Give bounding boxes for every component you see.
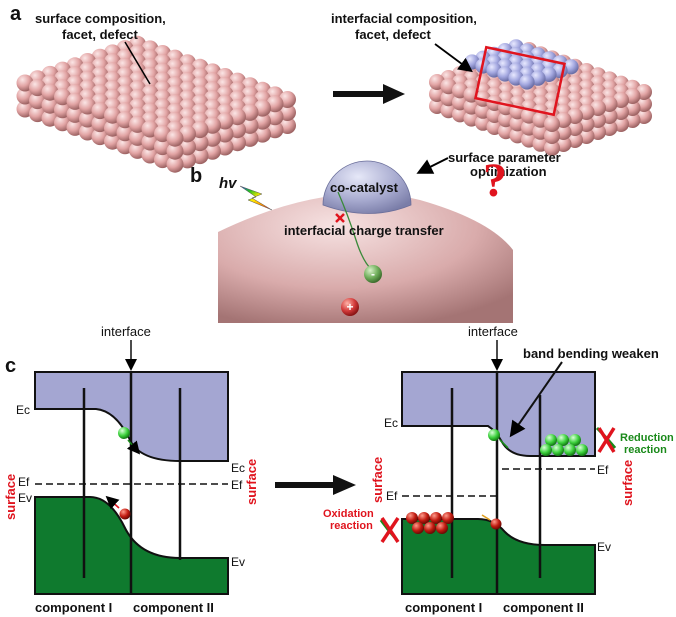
oxidation-blocked-x-icon — [379, 517, 400, 543]
surface-label-right: surface — [244, 459, 259, 505]
right-caption-line1: interfacial composition, — [331, 11, 477, 26]
left-caption-line2: facet, defect — [62, 27, 139, 42]
interface-label-left: interface — [101, 324, 151, 339]
electron-icon: - — [364, 265, 382, 283]
surface-label-right-diagram-left: surface — [370, 457, 385, 503]
photocatalyst-particle — [218, 193, 513, 323]
svg-text:-: - — [371, 267, 375, 281]
ef-label-right-diagram-left: Ef — [386, 489, 398, 503]
band-bending-arrow — [509, 361, 563, 438]
ev-label-left: Ev — [18, 491, 32, 505]
component-2-label-left: component II — [133, 600, 214, 615]
component-1-label-left: component I — [35, 600, 112, 615]
right-electron-icon — [488, 429, 509, 449]
interface-label-right: interface — [468, 324, 518, 339]
atom — [166, 129, 184, 147]
reduction-label-line2: reaction — [624, 444, 667, 456]
atom — [544, 140, 560, 156]
right-hole-icon — [481, 514, 502, 530]
blocked-transfer-x-icon — [335, 213, 345, 223]
process-arrow-a — [333, 84, 405, 104]
panel-c-label: c — [5, 355, 16, 377]
band-bending-label: band bending weaken — [523, 346, 659, 361]
hole-icon: + — [341, 298, 359, 316]
ef-label-right: Ef — [231, 478, 243, 492]
reduction-label-line1: Reduction — [620, 432, 674, 444]
optimization-arrow — [416, 157, 449, 174]
accumulated-electrons — [540, 434, 588, 456]
cocatalyst-particle — [322, 160, 412, 214]
ec-label-right-diagram: Ec — [384, 416, 398, 430]
oxidation-label-line1: Oxidation — [323, 508, 374, 520]
panel-a-label: a — [10, 3, 22, 25]
left-crystal-slab — [16, 35, 296, 173]
ec-label-left: Ec — [16, 403, 30, 417]
optimization-line2: optimization — [470, 164, 547, 179]
cocatalyst-atoms-layer — [464, 39, 579, 90]
left-band-diagram — [34, 371, 229, 595]
atom — [544, 128, 560, 144]
accumulated-holes — [406, 512, 454, 534]
cocatalyst-label: co-catalyst — [330, 180, 399, 195]
optimization-line1: surface parameter — [448, 150, 561, 165]
light-bolt-icon — [239, 185, 273, 211]
right-caption-pointer — [434, 43, 473, 73]
atom — [166, 155, 184, 173]
charge-transfer-label: interfacial charge transfer — [284, 223, 444, 238]
left-hole-icon — [105, 495, 131, 520]
ef-label-left: Ef — [18, 475, 30, 489]
component-2-label-right: component II — [503, 600, 584, 615]
panel-b-label: b — [190, 165, 202, 187]
hv-label: hv — [219, 175, 238, 192]
component-1-label-right: component I — [405, 600, 482, 615]
right-band-diagram — [401, 371, 596, 595]
svg-text:+: + — [346, 300, 353, 314]
surface-label-right-diagram-right: surface — [620, 460, 635, 506]
surface-label-left: surface — [3, 474, 18, 520]
question-mark-icon: ? — [483, 154, 507, 207]
left-electron-icon — [118, 427, 141, 455]
ev-label-right: Ev — [231, 555, 245, 569]
left-caption-pointer — [124, 41, 151, 85]
reduction-blocked-x-icon — [595, 426, 617, 453]
ec-label-right: Ec — [231, 461, 245, 475]
ev-label-right-diagram: Ev — [597, 540, 611, 554]
interface-highlight-box — [473, 45, 567, 117]
right-caption-line2: facet, defect — [355, 27, 432, 42]
ef-label-right-diagram-right: Ef — [597, 463, 609, 477]
right-crystal-slab — [429, 42, 652, 156]
atom — [544, 116, 560, 132]
process-arrow-c — [275, 475, 356, 495]
atom — [519, 74, 535, 90]
charge-transfer-path — [337, 191, 373, 271]
oxidation-label-line2: reaction — [330, 520, 373, 532]
atom — [166, 142, 184, 160]
left-caption-line1: surface composition, — [35, 11, 166, 26]
